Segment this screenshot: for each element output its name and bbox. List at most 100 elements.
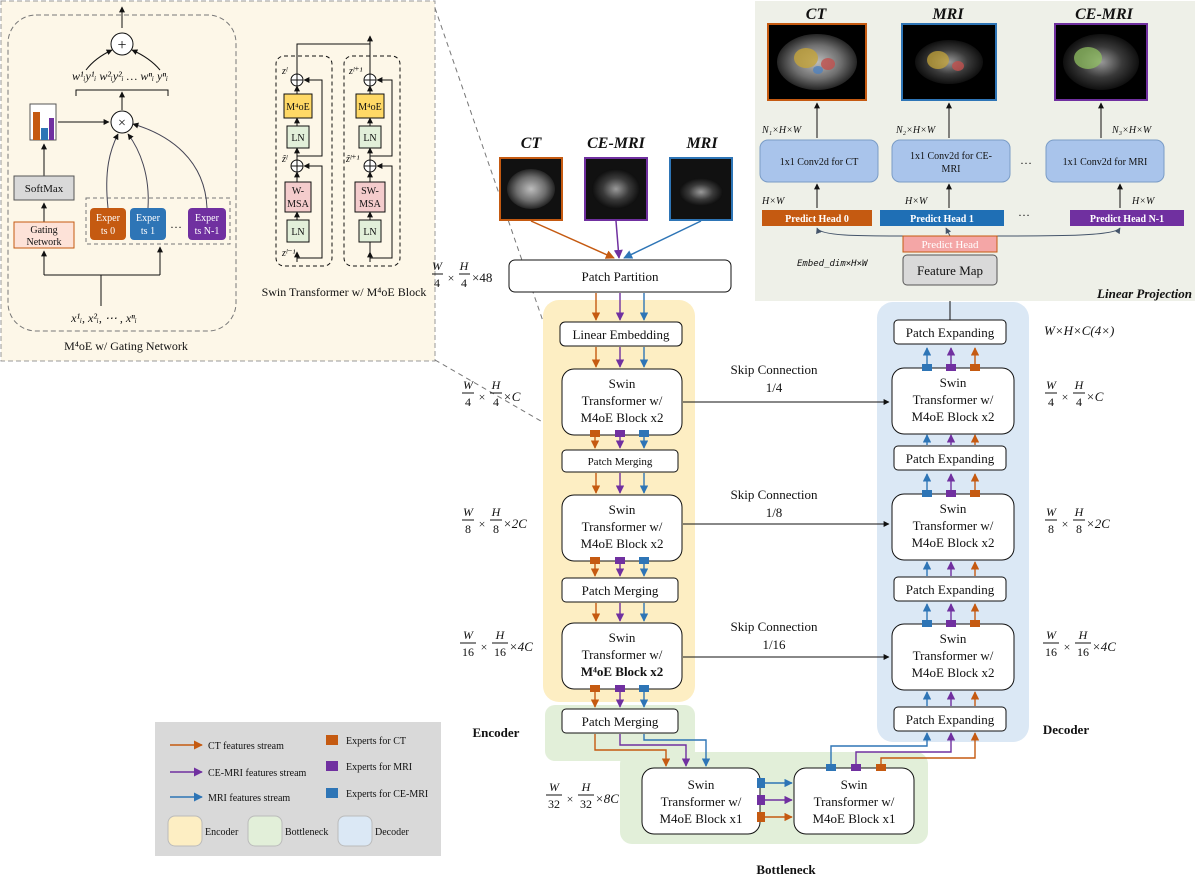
skip-2-title: Skip Connection (730, 487, 818, 502)
input-tokens: x¹ᵢ, x²ᵢ, ⋯ , xⁿᵢ (70, 311, 137, 325)
legend-experts-ce-mri: Experts for CE-MRI (326, 788, 428, 800)
encoder-arrows-2 (591, 347, 649, 368)
expert-0-line2: ts 0 (101, 226, 115, 237)
skip-connection-2: Skip Connection 1/8 (683, 487, 890, 527)
gating-panel-caption: M⁴oE w/ Gating Network (64, 339, 188, 353)
svg-text:×: × (567, 792, 574, 806)
svg-text:H: H (581, 780, 592, 794)
left-z-top: zˡ (281, 66, 288, 77)
conv-mri-line2: MRI (942, 164, 961, 175)
encoder-expert-markers-2 (590, 557, 649, 577)
svg-text:32: 32 (548, 797, 560, 811)
swin-block-panel: LN W- MSA LN M⁴oE zˡ ẑˡ zˡ⁻¹ LN SW- MSA (262, 35, 427, 299)
conv-mri-box (891, 139, 1011, 183)
gating-panel-dashed-frame (7, 14, 237, 332)
right-m4oe-label: M⁴oE (358, 102, 382, 113)
bottleneck-expert-markers (757, 778, 793, 822)
patch-partition-box (508, 259, 732, 293)
decoder-expert-markers-1 (922, 347, 980, 371)
head-1-dim: H×W (904, 196, 929, 207)
svg-text:H: H (1074, 505, 1085, 519)
patch-partition-label: Patch Partition (582, 269, 659, 284)
svg-text:8: 8 (1048, 522, 1054, 536)
encoder-expert-markers-3 (590, 685, 649, 708)
svg-text:Bottleneck: Bottleneck (285, 827, 328, 838)
decoder-swin-1-line1: Swin (940, 375, 967, 390)
bottleneck-label: Bottleneck (756, 862, 816, 877)
svg-text:Decoder: Decoder (375, 827, 410, 838)
bottleneck-routing (594, 734, 711, 767)
swin-block-caption: Swin Transformer w/ M⁴oE Block (262, 285, 427, 299)
svg-text:Experts for MRI: Experts for MRI (346, 762, 412, 773)
predict-head-n-1-label: Predict Head N-1 (1090, 214, 1164, 225)
svg-text:CT features stream: CT features stream (208, 741, 284, 752)
dim-left-0: W 4 × H 4 ×48 (432, 259, 492, 290)
expert-0: Exper ts 0 (90, 208, 126, 240)
legend-experts-ct: Experts for CT (326, 735, 406, 747)
svg-text:W: W (1046, 505, 1057, 519)
patch-expanding-2-label: Patch Expanding (906, 451, 995, 466)
left-z-bottom: zˡ⁻¹ (281, 248, 296, 259)
svg-text:×8C: ×8C (595, 791, 619, 806)
dim-left-3: W 16 × H 16 ×4C (460, 628, 533, 659)
svg-text:W: W (463, 505, 474, 519)
decoder-swin-2-line3: M4oE Block x2 (911, 535, 994, 550)
legend-ce-mri-stream: CE-MRI features stream (170, 767, 307, 779)
decoder-arrows-3 (922, 561, 980, 576)
gating-network-line2: Network (27, 237, 62, 248)
skip-2-ratio: 1/8 (766, 505, 783, 520)
decoder-swin-3-line3: M4oE Block x2 (911, 665, 994, 680)
svg-text:H: H (491, 378, 502, 392)
expert-1-line1: Exper (136, 213, 161, 224)
head-n-dim: H×W (1131, 196, 1156, 207)
patch-merging-1-label: Patch Merging (588, 456, 653, 468)
decoder-swin-3-line1: Swin (940, 631, 967, 646)
patch-expanding-box-3 (893, 576, 1007, 602)
softmax-box (13, 175, 75, 201)
patch-merging-box-2 (561, 577, 679, 603)
predict-head-label: Predict Head (921, 239, 979, 251)
bottleneck-swin-2-line3: M4oE Block x1 (812, 811, 895, 826)
output-ct-label: CT (806, 6, 828, 23)
sum-symbol: + (117, 37, 126, 54)
gating-network-box (13, 221, 75, 249)
decoder-swin-1-line2: Transformer w/ (913, 392, 994, 407)
svg-text:H: H (1074, 378, 1085, 392)
patch-merging-box-1 (561, 449, 679, 473)
output-ce-mri-dim: N₃×H×W (1111, 125, 1153, 136)
decoder-swin-1-line3: M4oE Block x2 (911, 409, 994, 424)
svg-text:16: 16 (1045, 645, 1057, 659)
decoder-arrows-4 (922, 691, 980, 706)
output-ce-mri-label: CE-MRI (1075, 6, 1134, 23)
encoder-swin-2-line3: M4oE Block x2 (580, 536, 663, 551)
svg-text:×2C: ×2C (1086, 516, 1110, 531)
svg-text:16: 16 (1077, 645, 1089, 659)
svg-text:×C: ×C (503, 389, 521, 404)
left-w-msa-line1: W- (292, 186, 304, 197)
conv-ct-label: 1x1 Conv2d for CT (780, 157, 859, 168)
predict-head-n-1 (1070, 210, 1184, 226)
svg-text:4: 4 (465, 395, 471, 409)
dim-right-2: W 8 × H 8 ×2C (1045, 505, 1110, 536)
sum-node (110, 32, 134, 56)
svg-text:Experts for CE-MRI: Experts for CE-MRI (346, 789, 428, 800)
right-z-top: zˡ⁺¹ (348, 66, 363, 77)
svg-text:×4C: ×4C (509, 639, 533, 654)
gating-network-line1: Gating (30, 225, 57, 236)
svg-text:MRI features stream: MRI features stream (208, 793, 290, 804)
decoder-expert-markers-2 (922, 473, 980, 497)
predict-head-0-label: Predict Head 0 (785, 214, 849, 225)
left-ln-bottom-label: LN (291, 227, 304, 238)
head-ellipsis: … (1018, 205, 1030, 219)
legend-experts-mri: Experts for MRI (326, 761, 412, 773)
encoder-swin-2-line1: Swin (609, 502, 636, 517)
left-ln-top (286, 125, 310, 149)
svg-text:4: 4 (1048, 395, 1054, 409)
svg-text:4: 4 (461, 276, 467, 290)
input-mri: MRI (669, 135, 733, 221)
svg-text:W: W (1046, 628, 1057, 642)
encoder-swin-2-line2: Transformer w/ (582, 519, 663, 534)
svg-text:W: W (463, 378, 474, 392)
right-z-mid: ẑˡ⁺¹ (345, 154, 360, 165)
